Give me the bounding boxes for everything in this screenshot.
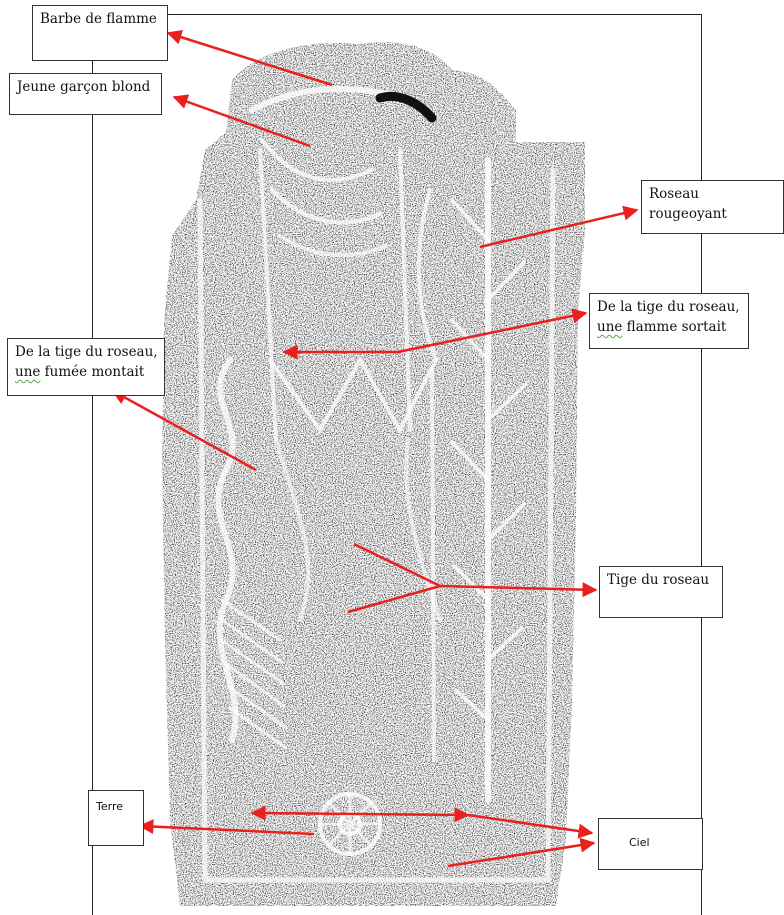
label-fumee-montait: De la tige du roseau, une fumée montait (7, 338, 165, 396)
label-terre-text: Terre (96, 800, 123, 813)
label-flamme-sortait: De la tige du roseau, une flamme sortait (589, 293, 749, 349)
label-fumee-line1: De la tige du roseau, (15, 342, 158, 362)
label-jeune-garcon-blond: Jeune garçon blond (9, 73, 162, 115)
label-garcon-text: Jeune garçon blond (17, 79, 150, 95)
label-ciel: Ciel (598, 818, 703, 870)
label-terre: Terre (88, 790, 144, 846)
label-tige-text: Tige du roseau (607, 572, 709, 588)
label-fumee-line2a: une (15, 364, 40, 380)
label-ciel-text: Ciel (629, 836, 650, 849)
label-flamme-line1: De la tige du roseau, (597, 297, 742, 317)
label-barbe-de-flamme: Barbe de flamme (32, 5, 168, 61)
label-barbe-text: Barbe de flamme (40, 11, 157, 27)
label-fumee-line2b: fumée montait (40, 364, 144, 380)
label-tige-du-roseau: Tige du roseau (599, 566, 723, 618)
label-flamme-line2b: flamme sortait (622, 319, 726, 335)
label-roseau-rougeoyant: Roseau rougeoyant (641, 180, 784, 234)
label-roseau-text: Roseau rougeoyant (649, 186, 727, 222)
label-flamme-line2a: une (597, 319, 622, 335)
